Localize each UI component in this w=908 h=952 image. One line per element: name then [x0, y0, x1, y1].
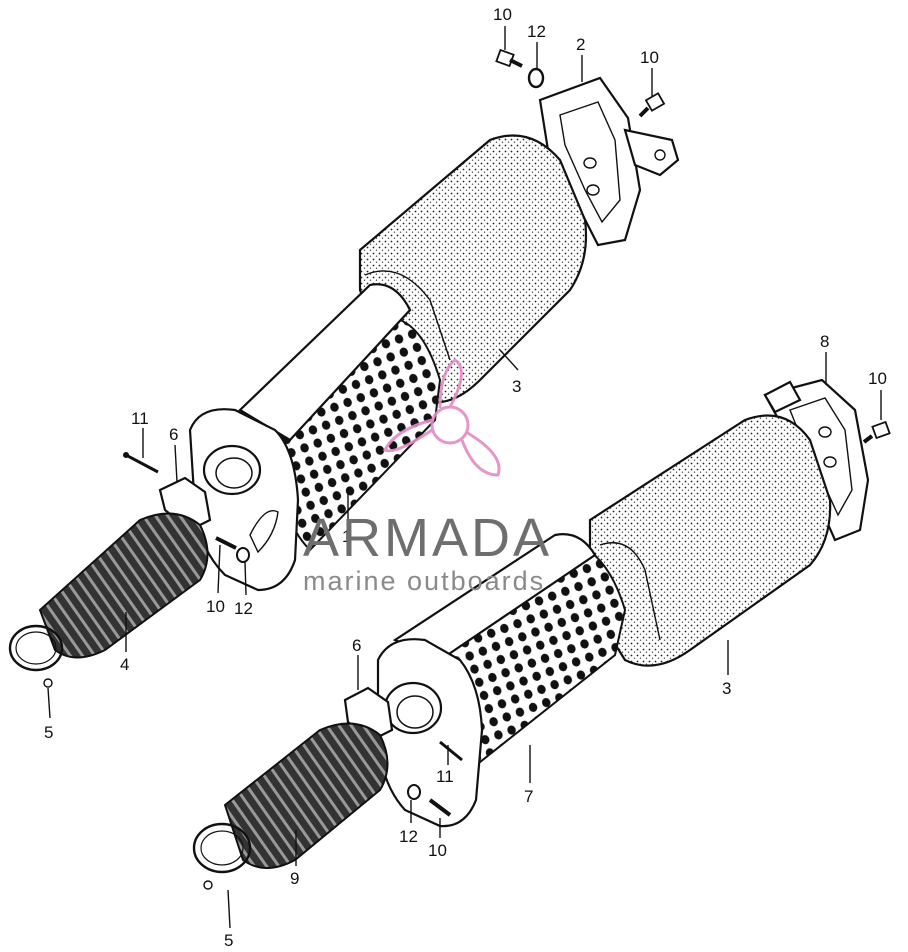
callout-8: 8 [820, 332, 829, 351]
lower-air-cleaner-assembly [192, 378, 891, 890]
washer-12-lower [407, 784, 421, 800]
callout-12-lower: 12 [399, 827, 418, 846]
callout-10-lower-front: 10 [428, 841, 447, 860]
intake-hose-upper [38, 512, 209, 659]
pin-11-upper [123, 452, 159, 474]
front-end-plate-lower [376, 638, 484, 828]
filter-element-lower [587, 414, 832, 667]
bolt-10-top-left [495, 48, 523, 68]
callout-2: 2 [576, 35, 585, 54]
bolt-10-upper-front [215, 536, 237, 550]
callout-4: 4 [120, 655, 129, 674]
hose-clamp-lower [192, 822, 252, 890]
leader-lines [47, 26, 882, 929]
bolt-10-top-right [638, 92, 666, 118]
washer-12-upper-front [236, 547, 250, 563]
callout-9: 9 [290, 869, 299, 888]
watermark-title: ARMADA [303, 508, 552, 568]
hose-clamp-upper [8, 624, 64, 688]
callout-3-upper: 3 [512, 377, 521, 396]
callout-7: 7 [524, 787, 533, 806]
callout-3-lower: 3 [722, 679, 731, 698]
callout-11-upper: 11 [131, 409, 149, 428]
washer-12-top [527, 67, 545, 89]
callout-5-upper: 5 [44, 723, 53, 742]
intake-hose-lower [223, 722, 389, 869]
callout-10-top-right: 10 [640, 48, 659, 67]
callout-10-lower-right: 10 [868, 369, 887, 388]
watermark-subtitle: marine outboards [303, 566, 545, 596]
pin-11-lower [439, 740, 463, 762]
callout-1: 1 [342, 527, 351, 546]
watermark: ARMADA marine outboards [303, 358, 552, 596]
upper-air-cleaner-assembly [8, 48, 680, 688]
callout-6-upper: 6 [169, 425, 178, 444]
callout-5-lower: 5 [224, 931, 233, 950]
callout-numbers: 10 12 2 10 3 11 6 1 10 12 4 5 8 10 3 6 1… [44, 5, 887, 950]
callout-10-upper-front: 10 [206, 597, 225, 616]
propeller-logo [382, 358, 501, 477]
callout-6-lower: 6 [352, 636, 361, 655]
callout-11-lower: 11 [436, 767, 454, 786]
callout-10-top-left: 10 [493, 5, 512, 24]
callout-12-upper-front: 12 [234, 599, 253, 618]
callout-12-top: 12 [527, 22, 546, 41]
bolt-10-lower-right [862, 420, 891, 444]
bolt-10-lower-front [428, 798, 452, 817]
